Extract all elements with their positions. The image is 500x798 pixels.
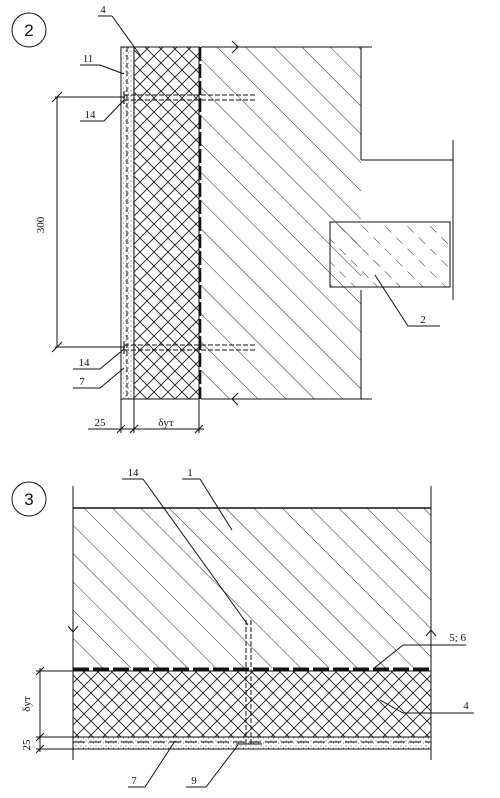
callout-1: 1: [182, 467, 233, 531]
detail-2-marker: [11, 12, 47, 48]
floor-slab: [329, 221, 451, 288]
break-mark-right: [425, 629, 437, 637]
dim-insulation-label: δут: [158, 417, 174, 429]
svg-text:7: 7: [131, 775, 137, 787]
dim-25-label: 25: [95, 417, 107, 429]
svg-text:4: 4: [100, 4, 106, 16]
callout-14-top: 14: [80, 99, 125, 122]
detail-3-marker: [11, 481, 47, 517]
svg-text:14: 14: [79, 357, 91, 369]
svg-text:14: 14: [128, 467, 140, 479]
callout-2: 2: [374, 274, 440, 327]
svg-text:2: 2: [420, 314, 426, 326]
svg-text:11: 11: [83, 53, 94, 65]
callout-14-detail3: 14: [122, 467, 249, 626]
break-mark-left: [67, 625, 79, 633]
break-mark-bottom: [231, 392, 239, 406]
insulation-layer-3: [72, 670, 432, 738]
detail-3: 3 δут 25: [11, 467, 474, 788]
callout-7: 7: [73, 367, 125, 389]
anchor-vertical: [236, 620, 262, 745]
callout-11: 11: [80, 53, 125, 75]
callout-5-6: 5; 6: [372, 632, 466, 670]
svg-text:4: 4: [463, 700, 469, 712]
callout-14-bottom: 14: [73, 348, 125, 370]
svg-text:7: 7: [79, 376, 85, 388]
svg-text:5; 6: 5; 6: [449, 632, 466, 644]
svg-text:9: 9: [191, 775, 197, 787]
callout-4-detail3: 4: [379, 699, 474, 714]
plaster-layer-3: [72, 736, 432, 750]
dim-insulation-label-3: δут: [21, 696, 33, 712]
svg-text:1: 1: [187, 467, 193, 479]
break-mark-top: [231, 40, 239, 54]
detail-2-number: 2: [24, 21, 33, 40]
callout-7-detail3: 7: [128, 740, 176, 788]
detail-3-number: 3: [24, 490, 33, 509]
insulation-layer: [133, 46, 200, 400]
detail-2: 2: [11, 4, 454, 434]
svg-text:14: 14: [85, 109, 97, 121]
callout-4: 4: [98, 4, 141, 56]
callout-9: 9: [186, 744, 239, 788]
masonry-floor: [73, 508, 431, 668]
dim-25-label-3: 25: [21, 739, 33, 751]
dim-300-label: 300: [35, 216, 47, 233]
